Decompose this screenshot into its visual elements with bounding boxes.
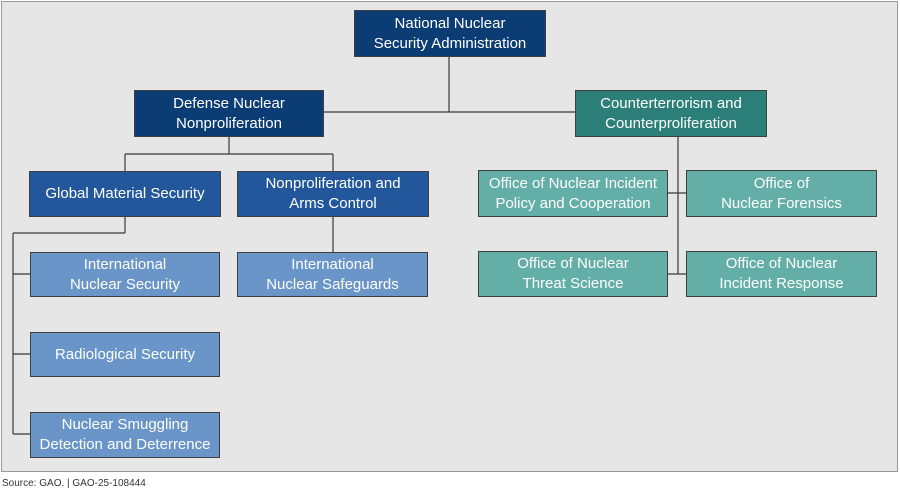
node-defense-nuclear-nonproliferation: Defense Nuclear Nonproliferation xyxy=(134,90,324,137)
node-nonproliferation-arms-control: Nonproliferation and Arms Control xyxy=(237,171,429,217)
node-international-nuclear-security: International Nuclear Security xyxy=(30,252,220,297)
node-nuclear-smuggling-detection: Nuclear Smuggling Detection and Deterren… xyxy=(30,412,220,458)
node-nuclear-forensics: Office of Nuclear Forensics xyxy=(686,170,877,217)
node-threat-science: Office of Nuclear Threat Science xyxy=(478,251,668,297)
node-incident-policy-cooperation: Office of Nuclear Incident Policy and Co… xyxy=(478,170,668,217)
node-international-nuclear-safeguards: International Nuclear Safeguards xyxy=(237,252,428,297)
node-global-material-security: Global Material Security xyxy=(29,171,221,217)
source-note: Source: GAO. | GAO-25-108444 xyxy=(2,478,146,489)
node-nnsa: National Nuclear Security Administration xyxy=(354,10,546,57)
node-incident-response: Office of Nuclear Incident Response xyxy=(686,251,877,297)
node-radiological-security: Radiological Security xyxy=(30,332,220,377)
node-counterterrorism-counterproliferation: Counterterrorism and Counterproliferatio… xyxy=(575,90,767,137)
